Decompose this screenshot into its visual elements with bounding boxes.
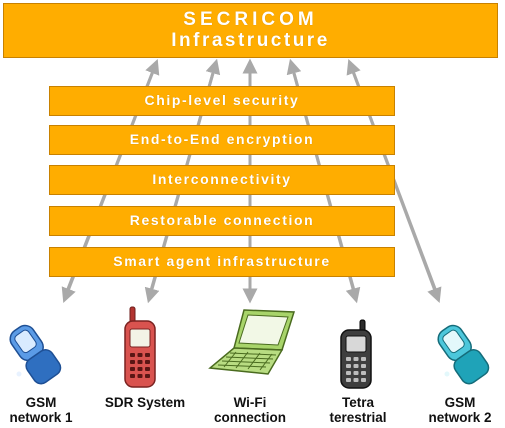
layer-interconnectivity: Interconnectivity [49,165,395,195]
device-label-tetra-terestrial: Tetra terestrial [329,395,387,425]
infrastructure-title: SECRICOM [183,9,318,30]
infrastructure-box: SECRICOM Infrastructure [3,3,498,58]
laptop-green-icon [208,309,296,375]
device-label-gsm-network-2: GSM network 2 [428,395,492,425]
device-label-gsm-network-1: GSM network 1 [9,395,73,425]
layer-chip-level-security: Chip-level security [49,86,395,116]
flip-phone-blue-icon [9,324,62,385]
device-label-sdr-system: SDR System [104,395,186,410]
layer-smart-agent-infrastructure: Smart agent infrastructure [49,247,395,277]
radio-phone-red-icon [124,306,156,388]
device-label-wifi-connection: Wi-Fi connection [213,395,286,425]
tetra-phone-black-icon [340,319,372,389]
layer-end-to-end-encryption: End-to-End encryption [49,125,395,155]
flip-phone-teal-icon [437,324,490,385]
infrastructure-subtitle: Infrastructure [171,30,330,51]
layer-restorable-connection: Restorable connection [49,206,395,236]
